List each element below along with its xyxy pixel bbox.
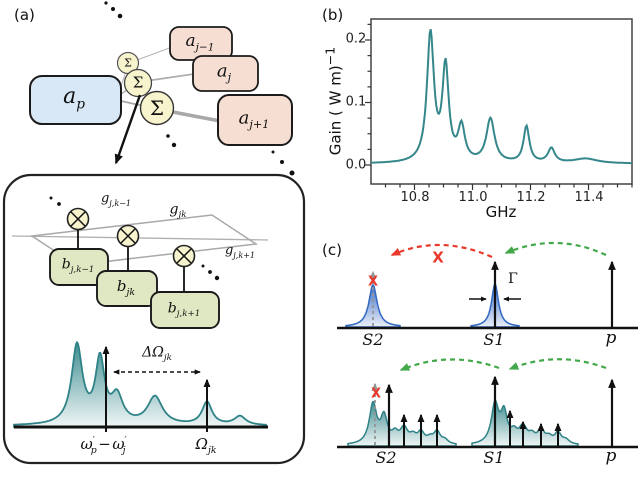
s1-to-s2-arc-bottom <box>399 358 500 372</box>
brillouin-spectrum <box>13 340 267 428</box>
phonon-label-k: bjk <box>116 276 136 298</box>
panel-b-label: (b) <box>322 6 344 24</box>
ellipsis-dots-box <box>49 196 220 281</box>
forbidden-scatter-arc <box>390 243 493 259</box>
detuning-label: ΔΩjk <box>142 344 172 364</box>
pump-to-s1-arc-bottom <box>508 358 607 371</box>
mode-box-j <box>192 55 259 92</box>
axis-ticks <box>365 23 633 190</box>
suppression-x-top: X <box>367 274 379 290</box>
phonon-label-kp1: bj,k+1 <box>167 300 201 320</box>
suppression-x-bottom: X <box>370 386 382 402</box>
gain-label-k: gjk <box>169 201 187 221</box>
y-axis-label: Gain ( W m)−1 <box>322 46 345 156</box>
pump-to-s1-arc-top <box>504 241 607 256</box>
pump-mode-box <box>29 75 122 125</box>
sum-node-large <box>139 90 175 126</box>
sum-node-medium <box>123 68 153 98</box>
xtick-2: 11.2 <box>516 190 546 205</box>
s1-comb-spectrum <box>471 399 579 447</box>
phonon-label-km1: bj,k−1 <box>61 256 95 276</box>
x-axis-label: GHz <box>485 203 517 221</box>
phonon-box-kp1 <box>150 291 220 329</box>
xtick-1: 11.0 <box>458 190 488 205</box>
panel-b-chart <box>365 18 633 190</box>
gain-label-km1: gj,k−1 <box>100 191 132 208</box>
pump-mode-label: ap <box>63 83 85 113</box>
xtick-0: 10.8 <box>400 190 430 205</box>
panel-c-label: (c) <box>322 241 342 259</box>
phonon-frequency-label: Ωjk <box>195 434 217 456</box>
pump-label-bottom: p <box>605 446 617 466</box>
panel-a-network <box>29 1 295 176</box>
phonon-box-k <box>96 270 158 307</box>
gain-curve <box>371 29 632 165</box>
s2-label-bottom: S2 <box>375 448 397 467</box>
mode-label-jm1: aj−1 <box>185 31 215 54</box>
panel-c-diagram <box>337 241 638 449</box>
panel-a-detail-box <box>2 173 306 465</box>
s2-label-top: S2 <box>362 330 384 349</box>
s1-label-bottom: S1 <box>483 448 505 467</box>
pump-difference-label: ω′p − ω′j <box>80 434 127 456</box>
pump-label-top: p <box>605 328 617 348</box>
ytick-2: 0.2 <box>345 31 367 47</box>
ytick-0: 0.0 <box>345 157 367 173</box>
zoom-arrow <box>114 94 142 165</box>
forbidden-arc-x: X <box>432 248 444 267</box>
multiplier-nodes <box>66 207 196 268</box>
panel-a-label: (a) <box>14 6 35 24</box>
mode-box-jp1 <box>217 94 293 146</box>
phonon-box-km1 <box>49 248 109 286</box>
sum-symbol-medium: Σ <box>132 73 144 92</box>
ytick-1: 0.1 <box>345 94 367 110</box>
s2-comb-spectrum <box>347 400 457 447</box>
sum-symbol-large: Σ <box>149 96 165 120</box>
mode-label-jp1: aj+1 <box>238 107 270 132</box>
gain-label-kp1: gj,k+1 <box>224 243 256 260</box>
linewidth-label: Γ <box>508 271 518 287</box>
s1-label-top: S1 <box>483 330 505 349</box>
sum-symbol-small: Σ <box>124 56 132 70</box>
xtick-3: 11.4 <box>574 190 604 205</box>
mode-label-j: aj <box>216 60 232 85</box>
ellipsis-dots <box>104 1 295 176</box>
